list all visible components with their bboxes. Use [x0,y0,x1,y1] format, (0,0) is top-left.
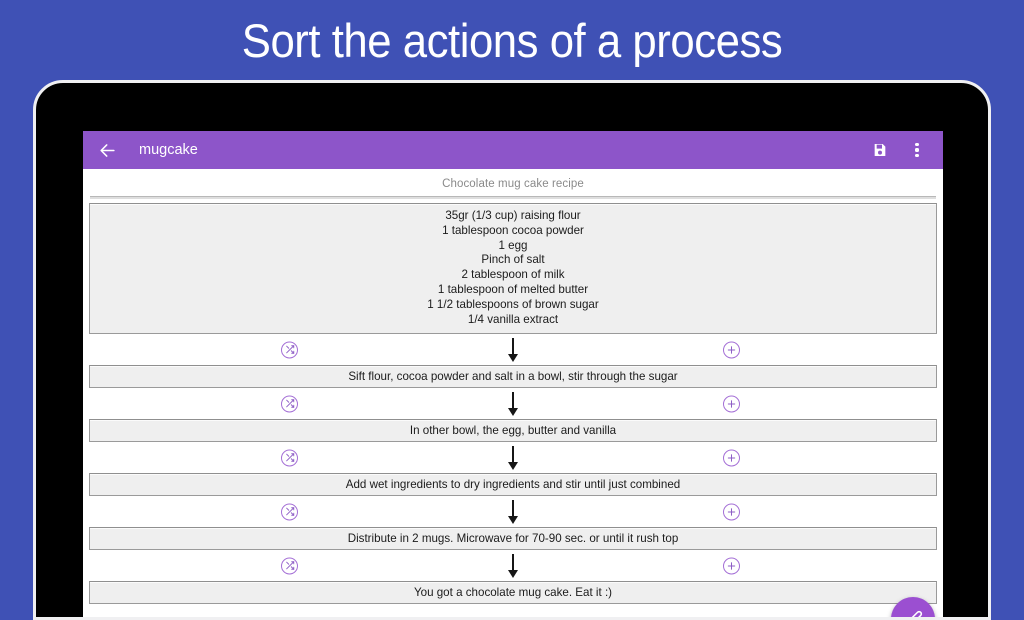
connector-row [89,388,937,419]
down-arrow-icon [506,446,520,471]
ingredient-line: Pinch of salt [90,253,936,268]
ingredient-line: 1 tablespoon cocoa powder [90,224,936,239]
promo-headline: Sort the actions of a process [36,0,988,80]
app-bar-title: mugcake [139,142,198,158]
shuffle-icon[interactable] [281,557,298,574]
ingredient-line: 1/4 vanilla extract [90,313,936,328]
down-arrow-icon [506,338,520,363]
down-arrow-icon [506,554,520,579]
app-bar-actions [867,137,930,163]
connector-row [89,442,937,473]
connector-row [89,334,937,365]
step-row[interactable]: Distribute in 2 mugs. Microwave for 70-9… [89,527,937,550]
edit-pencil-icon [904,610,923,620]
ingredient-line: 1 tablespoon of melted butter [90,283,936,298]
add-icon[interactable] [723,395,740,412]
add-icon[interactable] [723,341,740,358]
document-subtitle: Chocolate mug cake recipe [89,169,937,196]
ingredient-line: 1 1/2 tablespoons of brown sugar [90,298,936,313]
device-screen: mugcake Chocolate mug cake recipe 35gr (… [83,131,943,620]
app-bar: mugcake [83,131,943,169]
overflow-menu-icon[interactable] [904,137,930,163]
ingredient-line: 35gr (1/3 cup) raising flour [90,209,936,224]
recipe-content: Chocolate mug cake recipe 35gr (1/3 cup)… [83,169,943,620]
step-row[interactable]: You got a chocolate mug cake. Eat it :) [89,581,937,604]
tablet-frame: mugcake Chocolate mug cake recipe 35gr (… [33,80,991,620]
overflow-dots [915,143,918,158]
down-arrow-icon [506,392,520,417]
down-arrow-icon [506,500,520,525]
connector-row [89,550,937,581]
connector-row [89,496,937,527]
add-icon[interactable] [723,503,740,520]
save-icon[interactable] [867,137,893,163]
back-arrow-icon[interactable] [94,137,120,163]
shuffle-icon[interactable] [281,449,298,466]
ingredient-line: 2 tablespoon of milk [90,268,936,283]
shuffle-icon[interactable] [281,503,298,520]
ingredients-box[interactable]: 35gr (1/3 cup) raising flour 1 tablespoo… [89,203,937,334]
subtitle-divider [90,196,936,199]
step-row[interactable]: Add wet ingredients to dry ingredients a… [89,473,937,496]
step-row[interactable]: Sift flour, cocoa powder and salt in a b… [89,365,937,388]
add-icon[interactable] [723,449,740,466]
shuffle-icon[interactable] [281,341,298,358]
ingredient-line: 1 egg [90,239,936,254]
shuffle-icon[interactable] [281,395,298,412]
step-row[interactable]: In other bowl, the egg, butter and vanil… [89,419,937,442]
add-icon[interactable] [723,557,740,574]
